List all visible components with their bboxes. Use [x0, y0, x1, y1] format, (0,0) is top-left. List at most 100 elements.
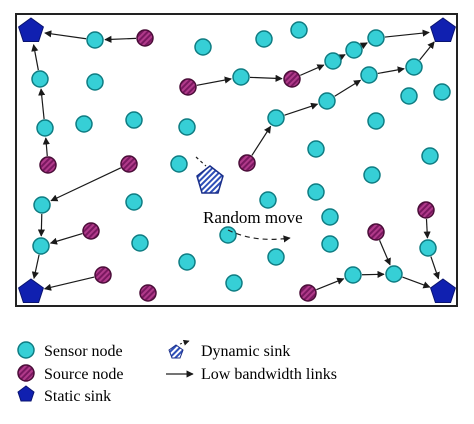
sensor-node [385, 265, 403, 283]
sensor-node [290, 21, 308, 39]
sensor-node [360, 66, 378, 84]
sensor-node [363, 166, 381, 184]
source-node [82, 222, 100, 240]
link-arrow [50, 167, 122, 202]
link-arrow [361, 270, 385, 279]
link-arrow [37, 213, 46, 237]
sensor-node [194, 38, 212, 56]
link-arrow [419, 41, 435, 61]
sensor-node [344, 266, 362, 284]
sensor-node [232, 68, 250, 86]
sensor-node [367, 112, 385, 130]
sensor-node [86, 73, 104, 91]
dynamic-sink [195, 156, 224, 194]
source-node [417, 201, 435, 219]
random-move-label: Random move [203, 208, 303, 227]
sensor-node [345, 41, 363, 59]
link-arrow [430, 256, 440, 280]
source-node [94, 266, 112, 284]
legend-sensor-icon [17, 341, 35, 359]
field-boundary [15, 13, 458, 307]
link-arrow [384, 29, 430, 38]
sensor-node [31, 70, 49, 88]
sensor-node [125, 111, 143, 129]
legend: Sensor node Source node Static sink Dyna… [17, 339, 337, 405]
link-arrow [334, 79, 362, 97]
link-arrow [402, 276, 431, 289]
legend-static-sink-label: Static sink [44, 388, 111, 405]
link-arrow [377, 66, 405, 75]
legend-link-label: Low bandwidth links [201, 366, 337, 383]
link-arrow [104, 35, 137, 43]
dynamic-sink-trail [195, 156, 207, 167]
legend-static-sink-icon [17, 385, 35, 402]
links-layer [31, 29, 440, 291]
sensor-node [170, 155, 188, 173]
source-node [299, 284, 317, 302]
sensor-node [307, 183, 325, 201]
source-node [238, 154, 256, 172]
sensor-node [267, 109, 285, 127]
link-arrow [423, 218, 431, 239]
sensor-node [131, 234, 149, 252]
legend-sensor-label: Sensor node [44, 343, 123, 360]
sensor-node [400, 87, 418, 105]
link-arrow [284, 102, 319, 116]
dynamic-sink-icon [196, 165, 224, 194]
nodes-layer [18, 17, 456, 303]
source-node [39, 156, 57, 174]
sensor-node [267, 248, 285, 266]
link-arrow [43, 276, 95, 291]
source-node [179, 78, 197, 96]
sensor-node [219, 226, 237, 244]
legend-source-icon [17, 364, 35, 382]
sensor-node [75, 115, 93, 133]
link-arrow [42, 137, 50, 157]
source-node [139, 284, 157, 302]
sensor-node [178, 118, 196, 136]
sensor-node [307, 140, 325, 158]
sensor-node [178, 253, 196, 271]
link-arrow [44, 30, 87, 40]
link-arrow [337, 54, 346, 61]
link-arrow [249, 74, 283, 82]
link-arrow [31, 44, 39, 71]
static-sink-node [18, 278, 44, 303]
link-arrow [316, 277, 345, 291]
link-arrow [31, 254, 40, 280]
source-node [283, 70, 301, 88]
sensor-node [32, 237, 50, 255]
sensor-node [259, 191, 277, 209]
static-sink-node [430, 278, 456, 303]
sensor-node [421, 147, 439, 165]
link-arrow [38, 88, 46, 120]
sensor-node [405, 58, 423, 76]
link-arrow [251, 125, 272, 156]
source-node [120, 155, 138, 173]
sensor-node [33, 196, 51, 214]
sensor-node [367, 29, 385, 47]
source-node [136, 29, 154, 47]
random-move-arrow [227, 229, 291, 243]
source-node [367, 223, 385, 241]
link-arrow [196, 76, 232, 86]
sensor-node [125, 193, 143, 211]
link-arrow [378, 240, 391, 266]
sensor-node [419, 239, 437, 257]
legend-dynamic-move-arrow [179, 339, 190, 346]
sensor-node [324, 52, 342, 70]
sensor-node [225, 274, 243, 292]
link-arrow [49, 233, 83, 245]
static-sink-node [430, 17, 456, 42]
sensor-node [318, 92, 336, 110]
sensor-node [36, 119, 54, 137]
link-arrow [299, 64, 325, 76]
sensor-node [321, 235, 339, 253]
legend-source-label: Source node [44, 366, 124, 383]
legend-dynamic-sink-icon [168, 344, 184, 359]
link-arrow [359, 42, 368, 50]
legend-dynamic-sink-label: Dynamic sink [201, 343, 290, 360]
static-sink-node [18, 17, 44, 42]
sensor-node [321, 208, 339, 226]
